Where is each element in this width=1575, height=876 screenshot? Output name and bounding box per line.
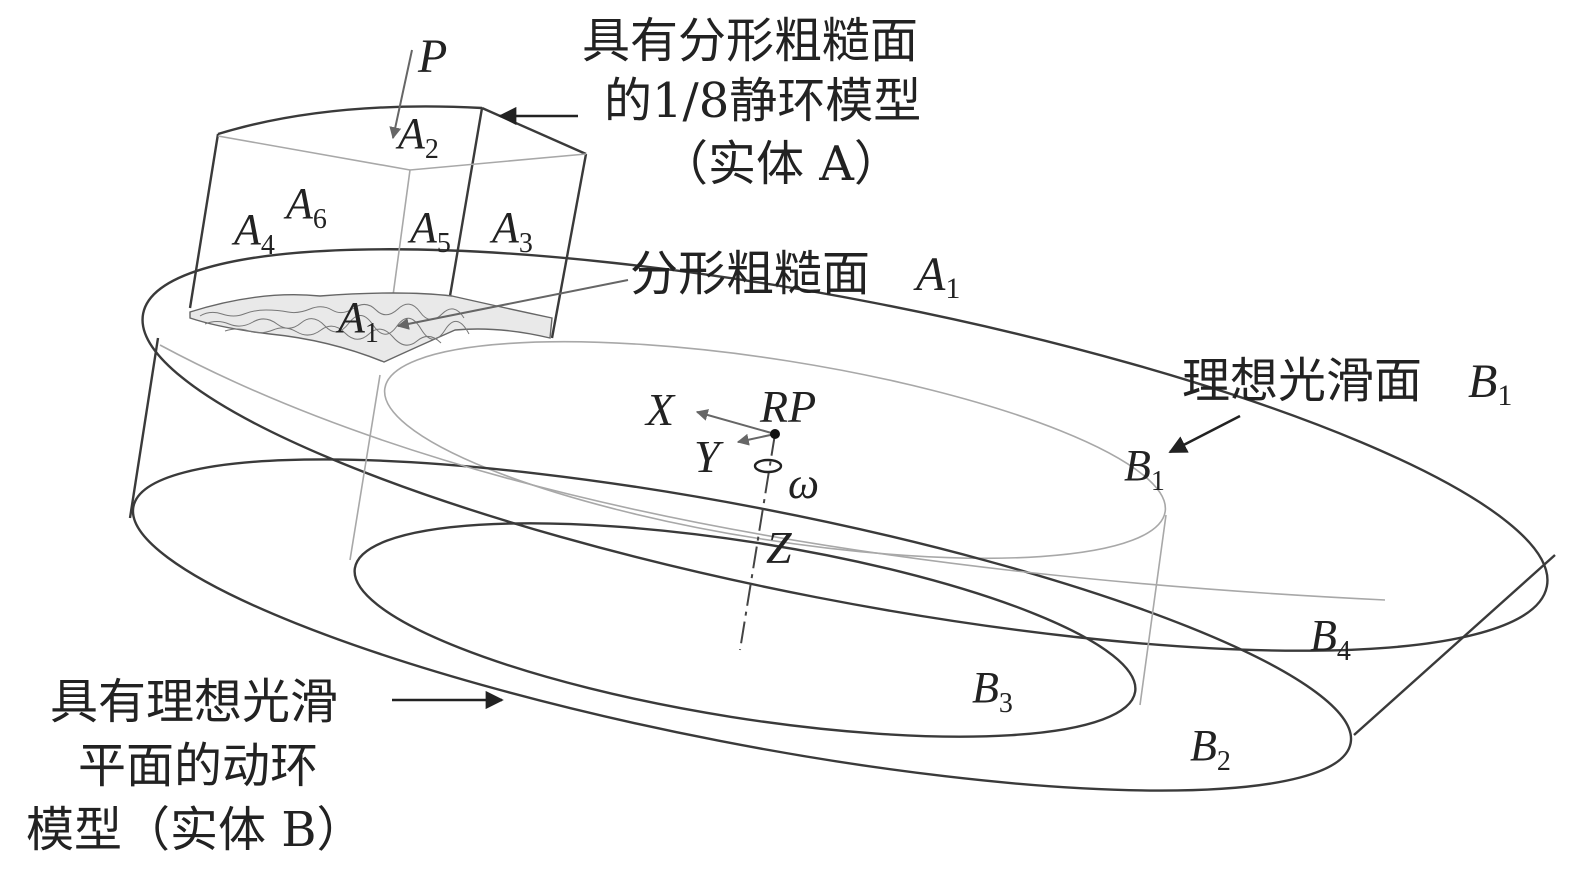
fractal-surface-pointer-arrow	[396, 279, 629, 330]
ring-b-inner-right-edge	[1139, 514, 1167, 706]
static-ring-entity-a	[188, 105, 588, 363]
ring-a-inner-top-edge	[217, 135, 411, 171]
smooth-surface-label: 理想光滑面	[1182, 353, 1422, 409]
ring-a-inner-top-edge-2	[409, 153, 587, 171]
ring-b-left-edge	[128, 337, 160, 519]
omega-label: ω	[788, 459, 819, 508]
moving-ring-label-line3: 模型（实体 B）	[26, 802, 365, 858]
fractal-rough-texture	[199, 303, 470, 346]
smooth-surface-pointer-arrow	[1168, 414, 1241, 454]
face-a1-label: A1	[335, 293, 379, 349]
ring-a-top-arc	[217, 105, 483, 136]
axis-z-label: Z	[766, 522, 792, 573]
coordinate-system	[695, 409, 783, 651]
ring-b-bottom-inner-edge	[353, 522, 1137, 738]
static-ring-label-line2: 的1/8静环模型	[604, 73, 921, 129]
face-a4-label: A4	[231, 205, 275, 261]
moving-ring-label-line1: 具有理想光滑	[50, 674, 338, 730]
face-a2-label: A2	[395, 109, 439, 165]
annotation-arrows	[389, 49, 1241, 710]
face-b4-label: B4	[1310, 611, 1351, 667]
face-b3-label: B3	[972, 663, 1013, 719]
ring-b-top-inner-edge	[383, 340, 1167, 560]
static-ring-label-line1: 具有分形粗糙面	[582, 13, 918, 69]
static-ring-label-line3: （实体 A）	[660, 136, 902, 192]
symbol-labels: P RP X Y Z ω A2 A4 A6 A5 A3 A1 B1 B4 B3	[231, 30, 1351, 777]
face-a3-label: A3	[489, 203, 533, 259]
axis-x-arrow	[695, 409, 776, 435]
face-b1-label: B1	[1124, 441, 1165, 497]
moving-ring-entity-b	[128, 248, 1556, 792]
reference-point-label: RP	[759, 381, 816, 432]
fractal-surface-label-symbol: A1	[913, 248, 960, 305]
load-p-label: P	[417, 30, 447, 83]
axis-x-label: X	[644, 384, 676, 435]
fractal-surface-label: 分形粗糙面	[630, 246, 870, 302]
face-a6-label: A6	[283, 179, 327, 235]
reference-point-dot	[770, 429, 780, 439]
axis-y-label: Y	[694, 431, 724, 482]
smooth-surface-label-symbol: B1	[1468, 355, 1512, 412]
ring-b-hidden-arc	[159, 344, 1386, 601]
ring-b-top-outer-edge	[141, 248, 1549, 652]
rotation-omega-icon	[753, 458, 783, 474]
face-a5-label: A5	[407, 203, 451, 259]
axis-z-line	[739, 433, 776, 651]
load-p-arrow	[389, 49, 413, 140]
face-b2-label: B2	[1190, 721, 1231, 777]
ring-b-inner-left-edge	[349, 374, 381, 561]
fractal-rough-surface	[189, 292, 553, 363]
moving-ring-label-line2: 平面的动环	[78, 738, 318, 794]
ring-a-right-edge	[550, 153, 588, 339]
ring-b-right-edge	[1353, 554, 1556, 736]
ring-b-bottom-outer-edge	[131, 458, 1353, 792]
axis-y-arrow	[736, 433, 776, 446]
ring-a-left-edge	[188, 133, 220, 309]
ring-a-front-edge	[448, 107, 484, 297]
text-labels: 具有分形粗糙面 的1/8静环模型 （实体 A） 分形粗糙面 A1 理想光滑面 B…	[26, 13, 1512, 858]
